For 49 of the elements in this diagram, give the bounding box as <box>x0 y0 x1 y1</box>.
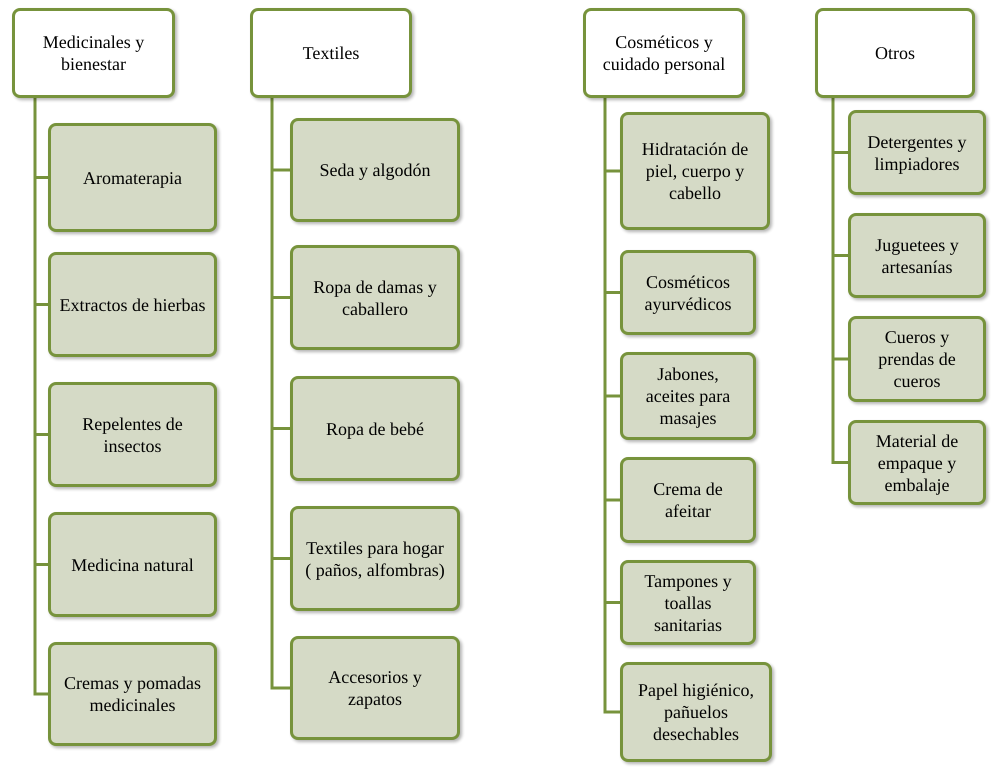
item-box <box>848 110 986 195</box>
box-label: Cosméticos y cuidado personal <box>602 31 726 75</box>
category-box <box>250 8 412 98</box>
item-box <box>620 352 756 440</box>
box-label: Seda y algodón <box>320 159 430 181</box>
item-box <box>620 112 770 230</box>
category-box <box>12 8 175 98</box>
box-label: Jabones, aceites para masajes <box>644 363 732 429</box>
item-box <box>620 662 772 762</box>
box-label: Detergentes y limpiadores <box>866 130 968 174</box>
item-box <box>848 420 986 505</box>
item-box <box>48 252 217 357</box>
connector-line <box>832 98 848 464</box>
item-box <box>848 213 986 298</box>
item-box <box>290 118 460 222</box>
item-box <box>290 245 460 350</box>
item-box <box>48 123 217 232</box>
box-label: Papel higiénico, pañuelos desechables <box>637 679 755 745</box>
item-box <box>290 506 460 611</box>
item-box <box>290 636 460 740</box>
box-label: Ropa de damas y caballero <box>312 276 438 320</box>
box-label: Juguetees y artesanías <box>874 234 960 278</box>
box-label: Hidratación de piel, cuerpo y cabello <box>640 138 750 204</box>
item-box <box>290 376 460 481</box>
category-box <box>815 8 975 98</box>
box-label: Otros <box>875 42 915 64</box>
box-label: Extractos de hierbas <box>60 294 206 316</box>
item-box <box>620 457 756 543</box>
box-label: Cosméticos ayurvédicos <box>644 270 732 314</box>
item-box <box>620 250 756 335</box>
box-label: Tampones y toallas sanitarias <box>643 570 733 636</box>
item-box <box>48 512 217 617</box>
item-box <box>48 382 217 487</box>
item-box <box>48 642 217 746</box>
box-label: Textiles para hogar ( paños, alfombras) <box>304 536 446 580</box>
box-label: Repelentes de insectos <box>81 412 184 456</box>
box-label: Accesorios y zapatos <box>327 666 423 710</box>
box-label: Medicina natural <box>71 554 194 576</box>
box-label: Ropa de bebé <box>326 418 424 440</box>
box-label: Medicinales y bienestar <box>42 31 146 75</box>
box-label: Aromaterapia <box>83 166 182 188</box>
box-label: Material de empaque y embalaje <box>874 430 960 496</box>
category-box <box>583 8 745 98</box>
box-label: Cremas y pomadas medicinales <box>63 672 202 716</box>
box-label: Textiles <box>302 42 360 64</box>
box-label: Crema de afeitar <box>652 478 724 522</box>
item-box <box>848 316 986 402</box>
box-label: Cueros y prendas de cueros <box>877 326 957 392</box>
item-box <box>620 560 756 645</box>
